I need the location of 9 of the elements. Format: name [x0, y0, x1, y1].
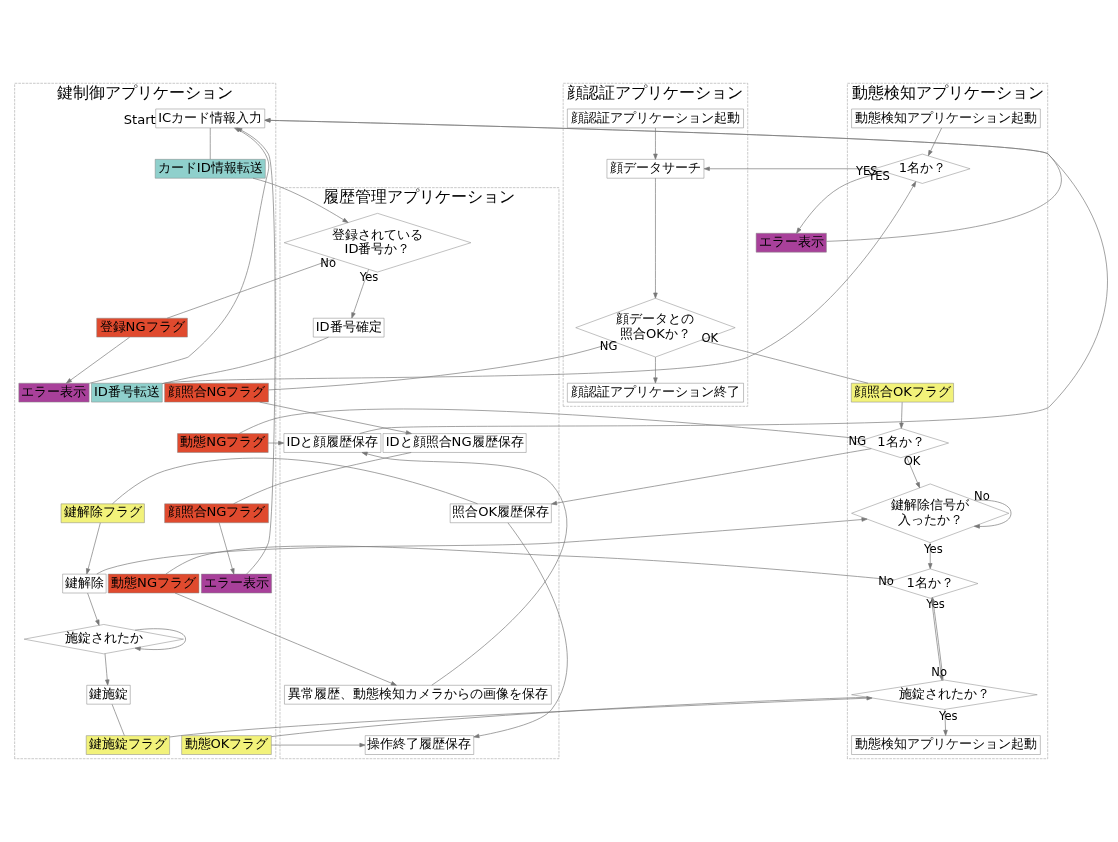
edge-label: Yes: [926, 597, 945, 612]
edge-label: Yes: [924, 542, 943, 557]
edge-label: No: [320, 256, 337, 271]
edge-label: NG: [599, 339, 618, 354]
edge-label: No: [974, 488, 990, 503]
edge-label: OK: [701, 330, 719, 345]
node-label: Start: [123, 111, 156, 127]
edge-label: Yes: [938, 708, 958, 723]
edge-label: No: [931, 664, 947, 679]
